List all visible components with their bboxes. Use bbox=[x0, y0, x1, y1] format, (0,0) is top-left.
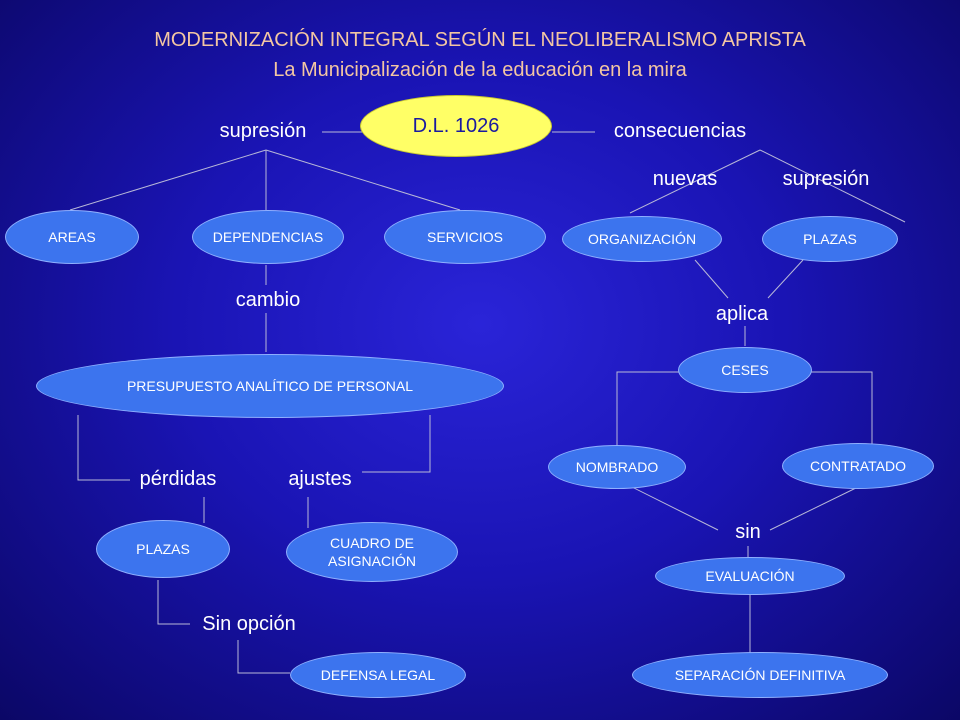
node-areas: AREAS bbox=[5, 210, 139, 264]
connector bbox=[759, 149, 906, 223]
connector bbox=[694, 259, 729, 299]
connector bbox=[77, 415, 130, 481]
label-sin: sin bbox=[735, 521, 761, 543]
node-nombrado: NOMBRADO bbox=[548, 445, 686, 489]
connector bbox=[265, 149, 461, 211]
label-perdidas: pérdidas bbox=[139, 468, 217, 490]
label-aplica: aplica bbox=[715, 303, 769, 325]
node-dependencias: DEPENDENCIAS bbox=[192, 210, 344, 264]
label-sin-opcion: Sin opción bbox=[202, 613, 296, 635]
label-supresion-right: supresión bbox=[782, 168, 870, 190]
node-cuadro-asignacion: CUADRO DE ASIGNACIÓN bbox=[286, 522, 458, 582]
node-ceses: CESES bbox=[678, 347, 812, 393]
connector bbox=[629, 485, 719, 531]
label-ajustes: ajustes bbox=[288, 468, 352, 490]
node-plazas-left: PLAZAS bbox=[96, 520, 230, 578]
page-subtitle: La Municipalización de la educación en l… bbox=[273, 59, 687, 81]
connector bbox=[629, 149, 761, 214]
node-contratado: CONTRATADO bbox=[782, 443, 934, 489]
node-organizacion: ORGANIZACIÓN bbox=[562, 216, 722, 262]
node-servicios: SERVICIOS bbox=[384, 210, 546, 264]
node-dl-1026: D.L. 1026 bbox=[360, 95, 552, 157]
label-nuevas: nuevas bbox=[652, 168, 718, 190]
label-consecuencias: consecuencias bbox=[613, 120, 747, 142]
label-supresion-left: supresión bbox=[219, 120, 307, 142]
node-defensa-legal: DEFENSA LEGAL bbox=[290, 652, 466, 698]
node-separacion-definitiva: SEPARACIÓN DEFINITIVA bbox=[632, 652, 888, 698]
connector bbox=[616, 371, 680, 448]
label-cambio: cambio bbox=[235, 289, 301, 311]
connector bbox=[362, 415, 431, 473]
connector bbox=[769, 485, 861, 531]
connector bbox=[157, 580, 190, 625]
node-plazas-right: PLAZAS bbox=[762, 216, 898, 262]
node-evaluacion: EVALUACIÓN bbox=[655, 557, 845, 595]
connector bbox=[767, 259, 804, 299]
connector bbox=[237, 640, 290, 674]
node-presupuesto-analitico: PRESUPUESTO ANALÍTICO DE PERSONAL bbox=[36, 354, 504, 418]
connector bbox=[69, 149, 267, 211]
connector bbox=[810, 371, 873, 448]
page-title: MODERNIZACIÓN INTEGRAL SEGÚN EL NEOLIBER… bbox=[154, 29, 806, 51]
